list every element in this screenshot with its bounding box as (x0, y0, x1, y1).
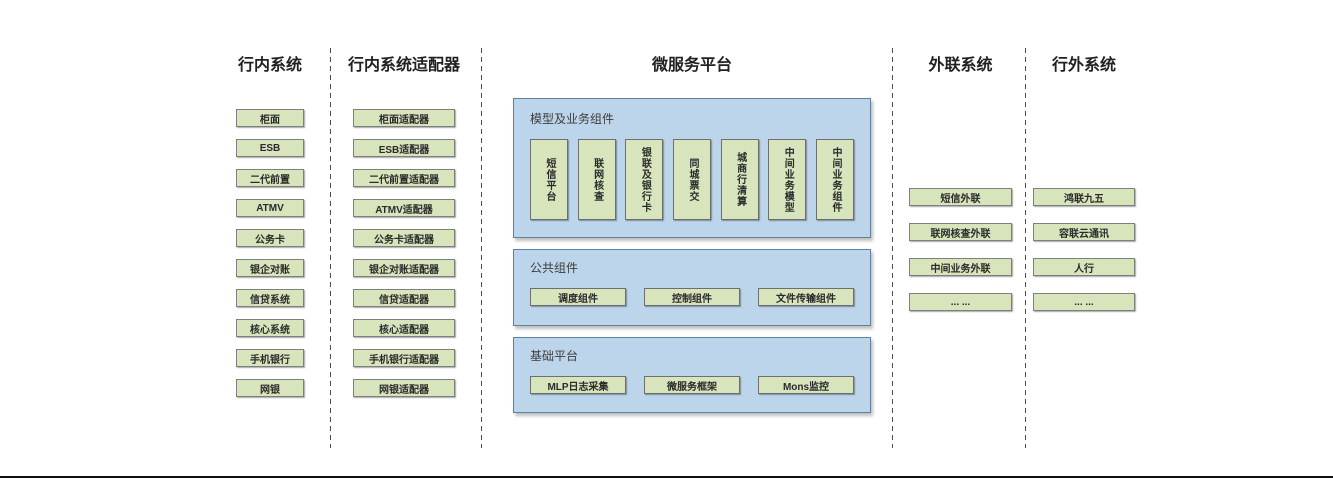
panel-base-platform: 基础平台 MLP日志采集 微服务框架 Mons监控 (513, 337, 871, 413)
component-box-vertical: 短信平台 (530, 139, 568, 220)
panel-title: 基础平台 (530, 349, 579, 363)
component-box: 控制组件 (644, 288, 740, 306)
column-separator (892, 48, 893, 448)
component-box: 文件传输组件 (758, 288, 854, 306)
component-box-vertical: 中间业务模型 (768, 139, 807, 220)
adapter-box: 手机银行适配器 (353, 349, 455, 367)
outbound-box: 中间业务外联 (909, 258, 1012, 276)
system-box: 信贷系统 (236, 289, 304, 307)
external-box: 人行 (1033, 258, 1135, 276)
external-box-list: 鸿联九五 容联云通讯 人行 ... ... (1033, 188, 1135, 311)
bottom-border-line (0, 476, 1333, 478)
panel-common-components: 公共组件 调度组件 控制组件 文件传输组件 (513, 249, 871, 326)
column-outbound-systems: 外联系统 短信外联 联网核查外联 中间业务外联 ... ... (909, 57, 1012, 311)
column-inbank-systems: 行内系统 柜面 ESB 二代前置 ATMV 公务卡 银企对账 信贷系统 核心系统… (236, 57, 304, 397)
panel-title: 公共组件 (530, 261, 579, 275)
outbound-box-list: 短信外联 联网核查外联 中间业务外联 ... ... (909, 188, 1012, 311)
outbound-box: 联网核查外联 (909, 223, 1012, 241)
column-separator (481, 48, 482, 448)
column-title: 行内系统 (237, 57, 302, 74)
panel-title: 模型及业务组件 (530, 112, 615, 126)
external-box: ... ... (1033, 293, 1135, 311)
system-box: 柜面 (236, 109, 304, 127)
column-external-systems: 行外系统 鸿联九五 容联云通讯 人行 ... ... (1033, 57, 1135, 311)
column-separator (1025, 48, 1026, 448)
panel-model-components: 模型及业务组件 短信平台 联网核查 银联及银行卡 同城票交 城商行清算 中间业务… (513, 98, 871, 238)
component-box: 微服务框架 (644, 376, 740, 394)
system-box: 手机银行 (236, 349, 304, 367)
column-title: 行外系统 (1051, 57, 1116, 74)
adapter-box-list: 柜面适配器 ESB适配器 二代前置适配器 ATMV适配器 公务卡适配器 银企对账… (353, 109, 455, 397)
adapter-box: 信贷适配器 (353, 289, 455, 307)
component-row: MLP日志采集 微服务框架 Mons监控 (530, 376, 854, 394)
column-inbank-adapters: 行内系统适配器 柜面适配器 ESB适配器 二代前置适配器 ATMV适配器 公务卡… (348, 57, 460, 397)
adapter-box: 网银适配器 (353, 379, 455, 397)
system-box: 公务卡 (236, 229, 304, 247)
system-box: 网银 (236, 379, 304, 397)
component-box-vertical: 同城票交 (672, 139, 711, 220)
column-title: 微服务平台 (651, 57, 732, 74)
component-box-vertical: 城商行清算 (720, 139, 759, 220)
adapter-box: 柜面适配器 (353, 109, 455, 127)
system-box: 核心系统 (236, 319, 304, 337)
column-title: 外联系统 (928, 57, 993, 74)
adapter-box: ESB适配器 (353, 139, 455, 157)
component-box-vertical: 中间业务组件 (815, 139, 854, 220)
system-box: ATMV (236, 199, 304, 217)
adapter-box: 银企对账适配器 (353, 259, 455, 277)
platform-panels: 模型及业务组件 短信平台 联网核查 银联及银行卡 同城票交 城商行清算 中间业务… (513, 98, 871, 413)
component-box-vertical: 联网核查 (577, 139, 616, 220)
column-microservice-platform: 微服务平台 模型及业务组件 短信平台 联网核查 银联及银行卡 同城票交 城商行清… (513, 57, 871, 413)
component-box: MLP日志采集 (530, 376, 626, 394)
external-box: 容联云通讯 (1033, 223, 1135, 241)
outbound-box: ... ... (909, 293, 1012, 311)
component-box: Mons监控 (758, 376, 854, 394)
outbound-box: 短信外联 (909, 188, 1012, 206)
column-title: 行内系统适配器 (348, 57, 461, 74)
adapter-box: 二代前置适配器 (353, 169, 455, 187)
system-box-list: 柜面 ESB 二代前置 ATMV 公务卡 银企对账 信贷系统 核心系统 手机银行… (236, 109, 304, 397)
adapter-box: ATMV适配器 (353, 199, 455, 217)
adapter-box: 公务卡适配器 (353, 229, 455, 247)
component-box-vertical: 银联及银行卡 (625, 139, 664, 220)
adapter-box: 核心适配器 (353, 319, 455, 337)
component-box: 调度组件 (530, 288, 626, 306)
system-box: 银企对账 (236, 259, 304, 277)
system-box: ESB (236, 139, 304, 157)
vertical-component-row: 短信平台 联网核查 银联及银行卡 同城票交 城商行清算 中间业务模型 中间业务组… (530, 139, 854, 220)
component-row: 调度组件 控制组件 文件传输组件 (530, 288, 854, 306)
column-separator (330, 48, 331, 448)
system-box: 二代前置 (236, 169, 304, 187)
external-box: 鸿联九五 (1033, 188, 1135, 206)
